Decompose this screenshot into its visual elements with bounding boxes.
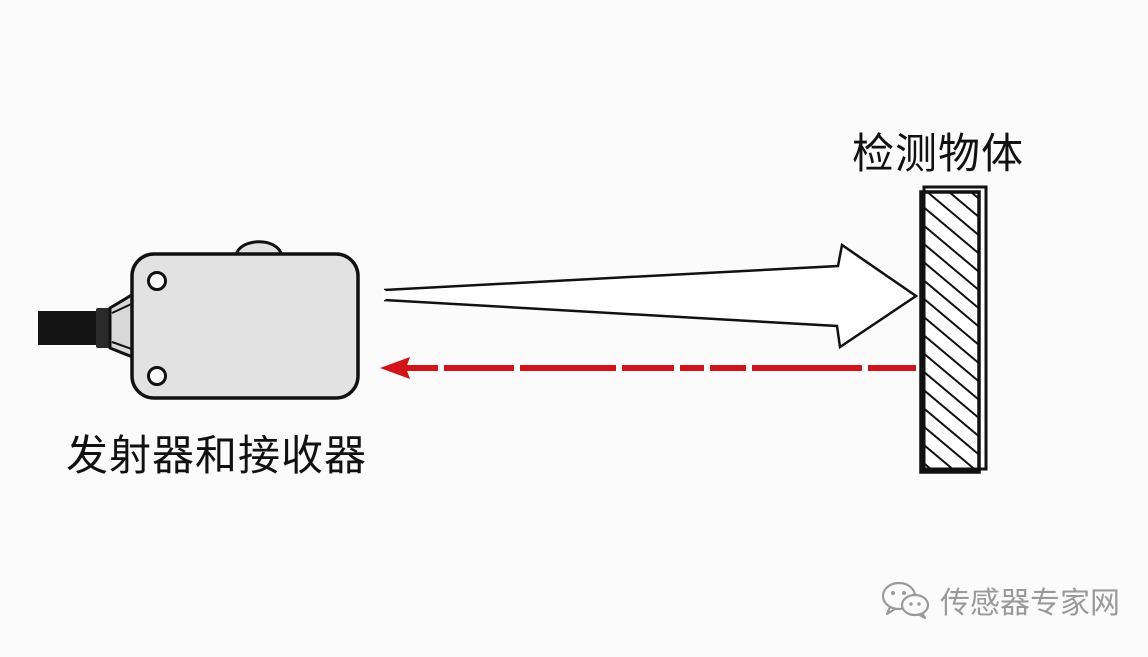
mounting-hole-top [147, 271, 167, 291]
emitter-receiver-label: 发射器和接收器 [66, 431, 368, 480]
wechat-icon [881, 581, 930, 620]
sensor-body [130, 252, 360, 400]
target-object-block [919, 185, 988, 474]
watermark: 传感器专家网 [880, 578, 1120, 622]
sensor-cable [38, 308, 112, 348]
mounting-hole-bottom [147, 366, 167, 386]
reflected-light-beam [380, 357, 916, 379]
reflected-light-arrowhead [380, 357, 410, 379]
watermark-text: 传感器专家网 [940, 586, 1120, 621]
emitted-light-arrow [383, 242, 919, 350]
target-object-label: 检测物体 [852, 129, 1025, 178]
